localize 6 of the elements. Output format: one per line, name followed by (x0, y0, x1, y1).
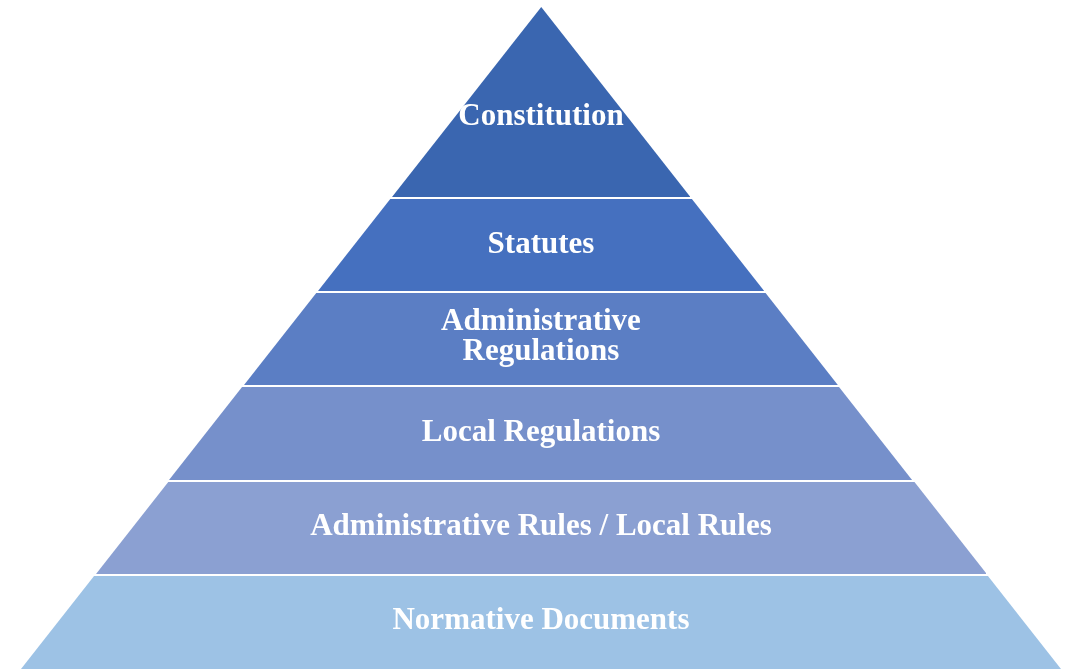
tier-label: Administrative Rules / Local Rules (310, 510, 772, 540)
tier-label: Administrative Regulations (440, 305, 642, 365)
tier-label: Constitution (458, 100, 624, 130)
tier-label: Statutes (487, 228, 595, 258)
tier-label: Normative Documents (392, 604, 690, 634)
tier-label: Local Regulations (421, 416, 661, 446)
